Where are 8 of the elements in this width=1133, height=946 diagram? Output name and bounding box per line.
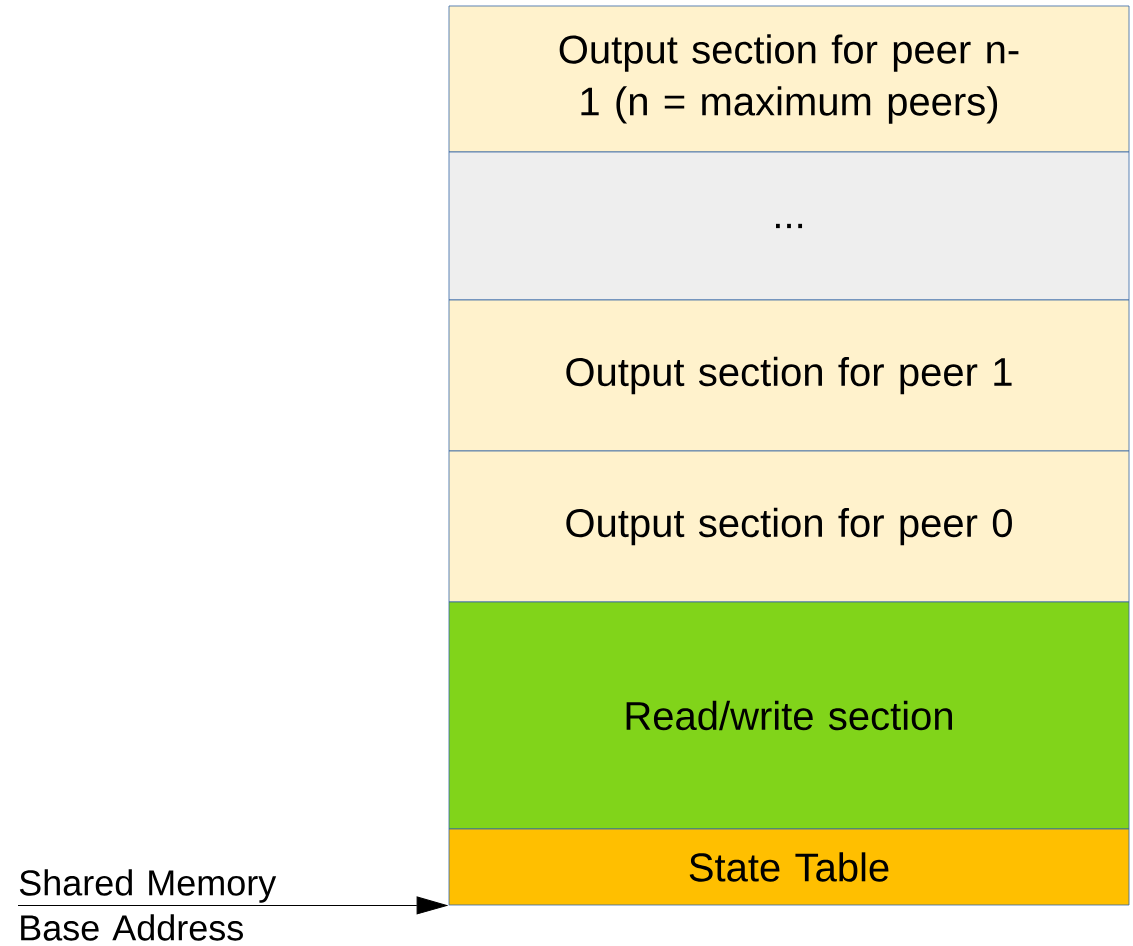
arrow xyxy=(17,896,448,915)
memory-section-box: State Table xyxy=(448,828,1130,906)
memory-section-box: Output section for peer n-1 (n = maximum peers) xyxy=(448,5,1130,153)
memory-section-box: ... xyxy=(448,151,1130,301)
memory-section-box: Output section for peer 1 xyxy=(448,299,1130,452)
address-label: Shared Memory Base Address xyxy=(19,869,277,941)
memory-section-box: Output section for peer 0 xyxy=(448,450,1130,603)
memory-section-box: Read/write section xyxy=(448,601,1130,830)
